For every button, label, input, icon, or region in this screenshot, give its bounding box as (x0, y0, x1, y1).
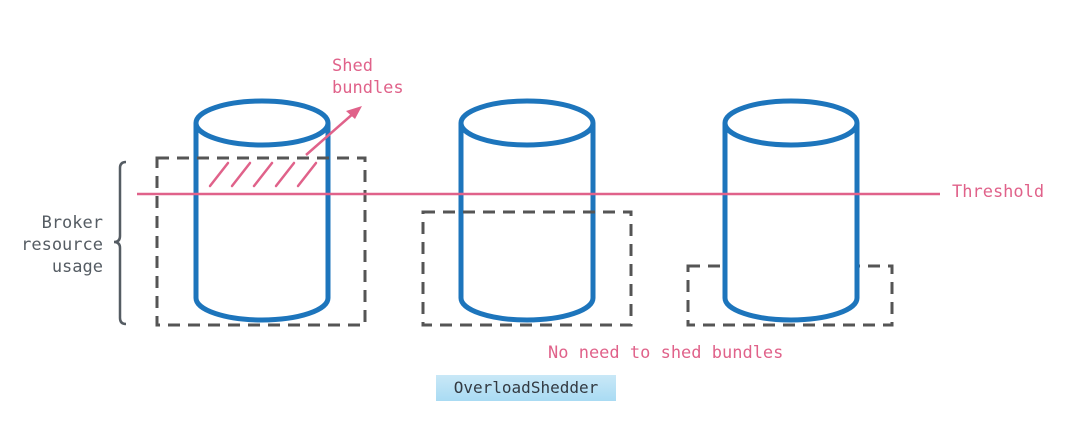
usage-label-line1: Broker (42, 213, 103, 233)
shed-label-line1: Shed (332, 56, 373, 76)
caption-code-label: OverloadShedder (436, 375, 616, 401)
broker-cylinder-3 (722, 98, 860, 323)
shed-label-line2: bundles (332, 78, 404, 98)
usage-brace (113, 160, 127, 326)
no-need-label: No need to shed bundles (548, 343, 783, 363)
usage-label-line3: usage (52, 257, 103, 277)
broker-cylinder-1 (193, 98, 331, 323)
broker-cylinder-2 (458, 98, 596, 323)
shed-hatch (208, 161, 318, 188)
threshold-label: Threshold (952, 182, 1044, 202)
usage-label-line2: resource (21, 235, 103, 255)
shed-arrow (305, 106, 362, 156)
